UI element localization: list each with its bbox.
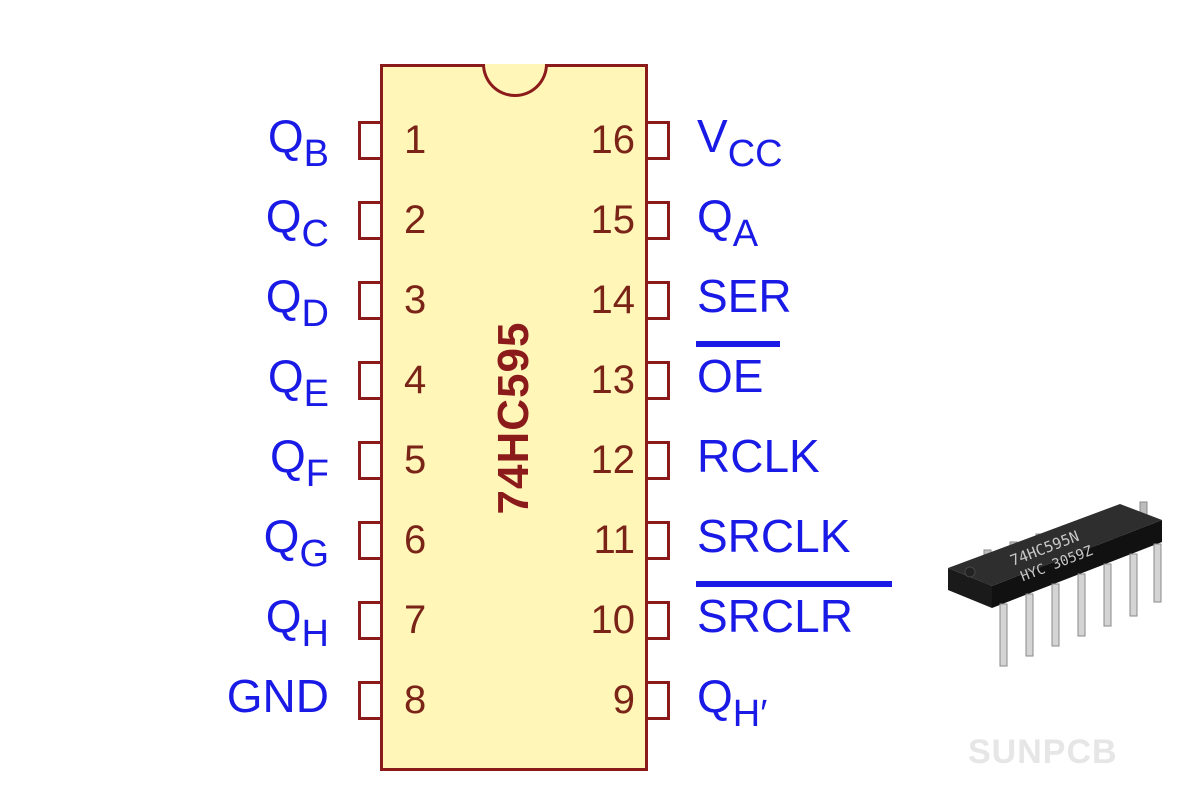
pin-number: 3 <box>404 277 427 322</box>
pin-tab-left <box>358 281 380 320</box>
chip-part-number-text: 74HC595 <box>489 321 538 515</box>
pin-number: 8 <box>404 677 427 722</box>
pin-number: 11 <box>593 517 635 562</box>
pin-label-subscript: H <box>732 692 761 735</box>
pin-tab-right <box>648 681 670 720</box>
pin-label-main: Q <box>265 589 302 642</box>
pin-tab-right <box>648 441 670 480</box>
pin-number: 5 <box>404 437 427 482</box>
pin-label-prime: ′ <box>760 692 768 735</box>
pin-label: QH <box>265 589 329 653</box>
pin-label-main: SER <box>697 269 792 322</box>
watermark: SUNPCB <box>968 733 1118 771</box>
pin-number: 12 <box>590 437 636 482</box>
pin-tab-right <box>648 201 670 240</box>
active-low-overbar <box>696 340 780 347</box>
chip-body <box>380 64 648 771</box>
pin-label: VCC <box>697 109 783 173</box>
pin-label: QF <box>270 429 329 493</box>
pin-label: OE <box>697 353 763 399</box>
pin-label-main: Q <box>263 509 300 562</box>
pin-label-main: Q <box>270 429 306 482</box>
pin-label: QH′ <box>697 669 767 733</box>
pin-label-subscript: B <box>303 132 329 175</box>
pin-label: QB <box>267 109 329 173</box>
pin-label: SRCLK <box>697 513 850 559</box>
pin-label-main: Q <box>265 189 302 242</box>
pin-number: 1 <box>404 117 427 162</box>
pin-tab-right <box>648 601 670 640</box>
pin-number: 15 <box>590 197 636 242</box>
pin-label-main: RCLK <box>697 429 820 482</box>
pin-label-main: Q <box>267 349 304 402</box>
pin-tab-left <box>358 201 380 240</box>
pin-tab-left <box>358 361 380 400</box>
pin-number: 6 <box>404 517 427 562</box>
pin-label-subscript: D <box>301 292 329 335</box>
pin-tab-left <box>358 441 380 480</box>
ic-side-face <box>992 520 1162 608</box>
pin-label-subscript: C <box>301 212 329 255</box>
pin-label-main: Q <box>265 269 302 322</box>
pin-label-subscript: A <box>732 212 759 255</box>
pin-label: QD <box>265 269 329 333</box>
ic-front-face <box>948 568 992 608</box>
pin-tab-right <box>648 521 670 560</box>
pin-label-subscript: CC <box>727 132 783 175</box>
pin-tab-right <box>648 361 670 400</box>
pin-number: 9 <box>612 677 635 722</box>
pin-label-main: Q <box>697 189 733 242</box>
ic-pin1-dimple <box>964 566 976 578</box>
pin-label-main: OE <box>697 349 764 402</box>
pin-label-main: SRCLR <box>697 589 853 642</box>
pin-label: SER <box>697 273 792 319</box>
pin-tab-left <box>358 681 380 720</box>
pin-label: QC <box>265 189 329 253</box>
pin-label: QE <box>267 349 329 413</box>
pin-tab-left <box>358 601 380 640</box>
pin-label-main: SRCLK <box>697 509 851 562</box>
pin-number: 13 <box>590 357 636 402</box>
pin-label-subscript: F <box>305 452 329 495</box>
pin-tab-right <box>648 281 670 320</box>
active-low-overbar <box>696 580 892 587</box>
pin-tab-right <box>648 121 670 160</box>
pin-tab-left <box>358 521 380 560</box>
pin-label: QA <box>697 189 758 253</box>
pin-label-main: Q <box>267 109 304 162</box>
pin-label: SRCLR <box>697 593 853 639</box>
pin-label-subscript: H <box>301 612 329 655</box>
pin-label-subscript: G <box>299 532 329 575</box>
pin-number: 16 <box>590 117 636 162</box>
ic-photo: 74HC595N HYC 3059Z <box>948 501 1162 667</box>
pin-label-main: V <box>697 109 728 162</box>
pin-label: GND <box>227 673 329 719</box>
pin-tab-left <box>358 121 380 160</box>
pin-number: 10 <box>590 597 636 642</box>
pin-label: RCLK <box>697 433 820 479</box>
pin-label: QG <box>263 509 329 573</box>
pin-label-main: Q <box>697 669 733 722</box>
pin-label-main: GND <box>226 669 329 722</box>
pin-number: 14 <box>590 277 636 322</box>
pin-number: 2 <box>404 197 427 242</box>
pin-number: 7 <box>404 597 427 642</box>
pin-label-subscript: E <box>303 372 329 415</box>
pin-number: 4 <box>404 357 427 402</box>
ic-legs-front <box>999 543 1162 667</box>
ic-top-face <box>948 504 1162 586</box>
